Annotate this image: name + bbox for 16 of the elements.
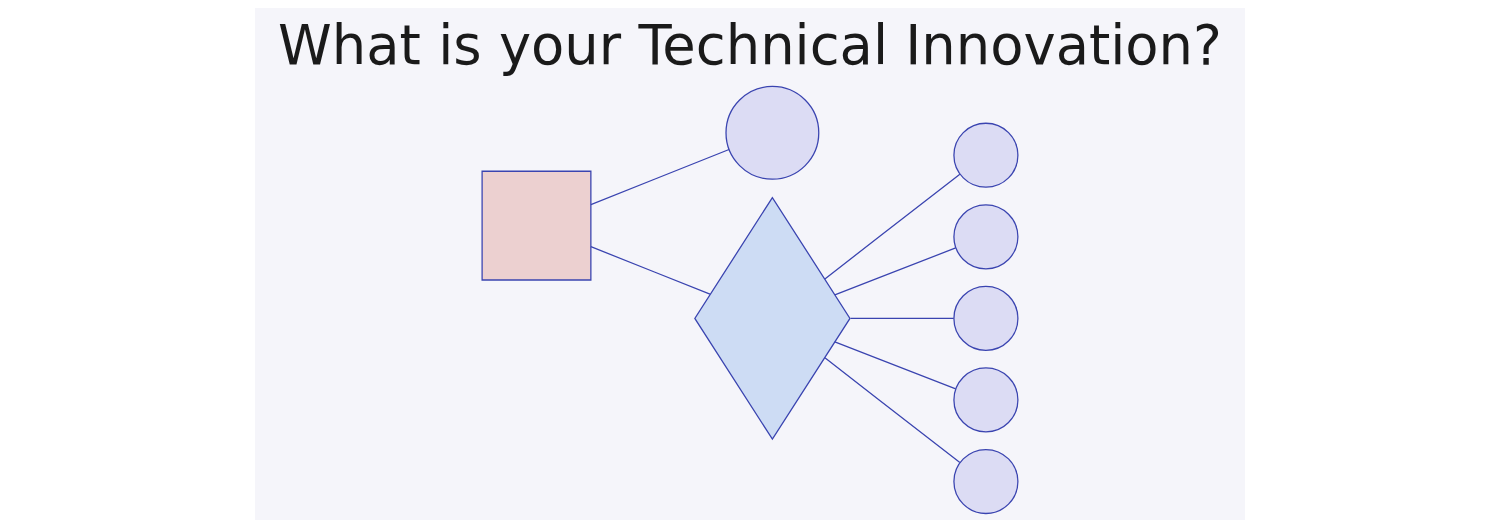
node-circle <box>953 204 1019 270</box>
node-circle <box>953 367 1019 433</box>
connector <box>834 341 957 390</box>
connector <box>590 148 730 206</box>
node-circle <box>725 85 820 180</box>
connector <box>824 173 961 280</box>
node-circle <box>953 285 1019 351</box>
diagram-title: What is your Technical Innovation? <box>278 14 1222 78</box>
node-box <box>481 170 592 281</box>
connector <box>824 357 961 464</box>
connector <box>590 246 711 295</box>
node-circle <box>953 122 1019 188</box>
connector <box>834 247 957 296</box>
node-circle <box>953 448 1019 515</box>
connector <box>849 317 955 319</box>
node-diamond <box>694 196 851 441</box>
